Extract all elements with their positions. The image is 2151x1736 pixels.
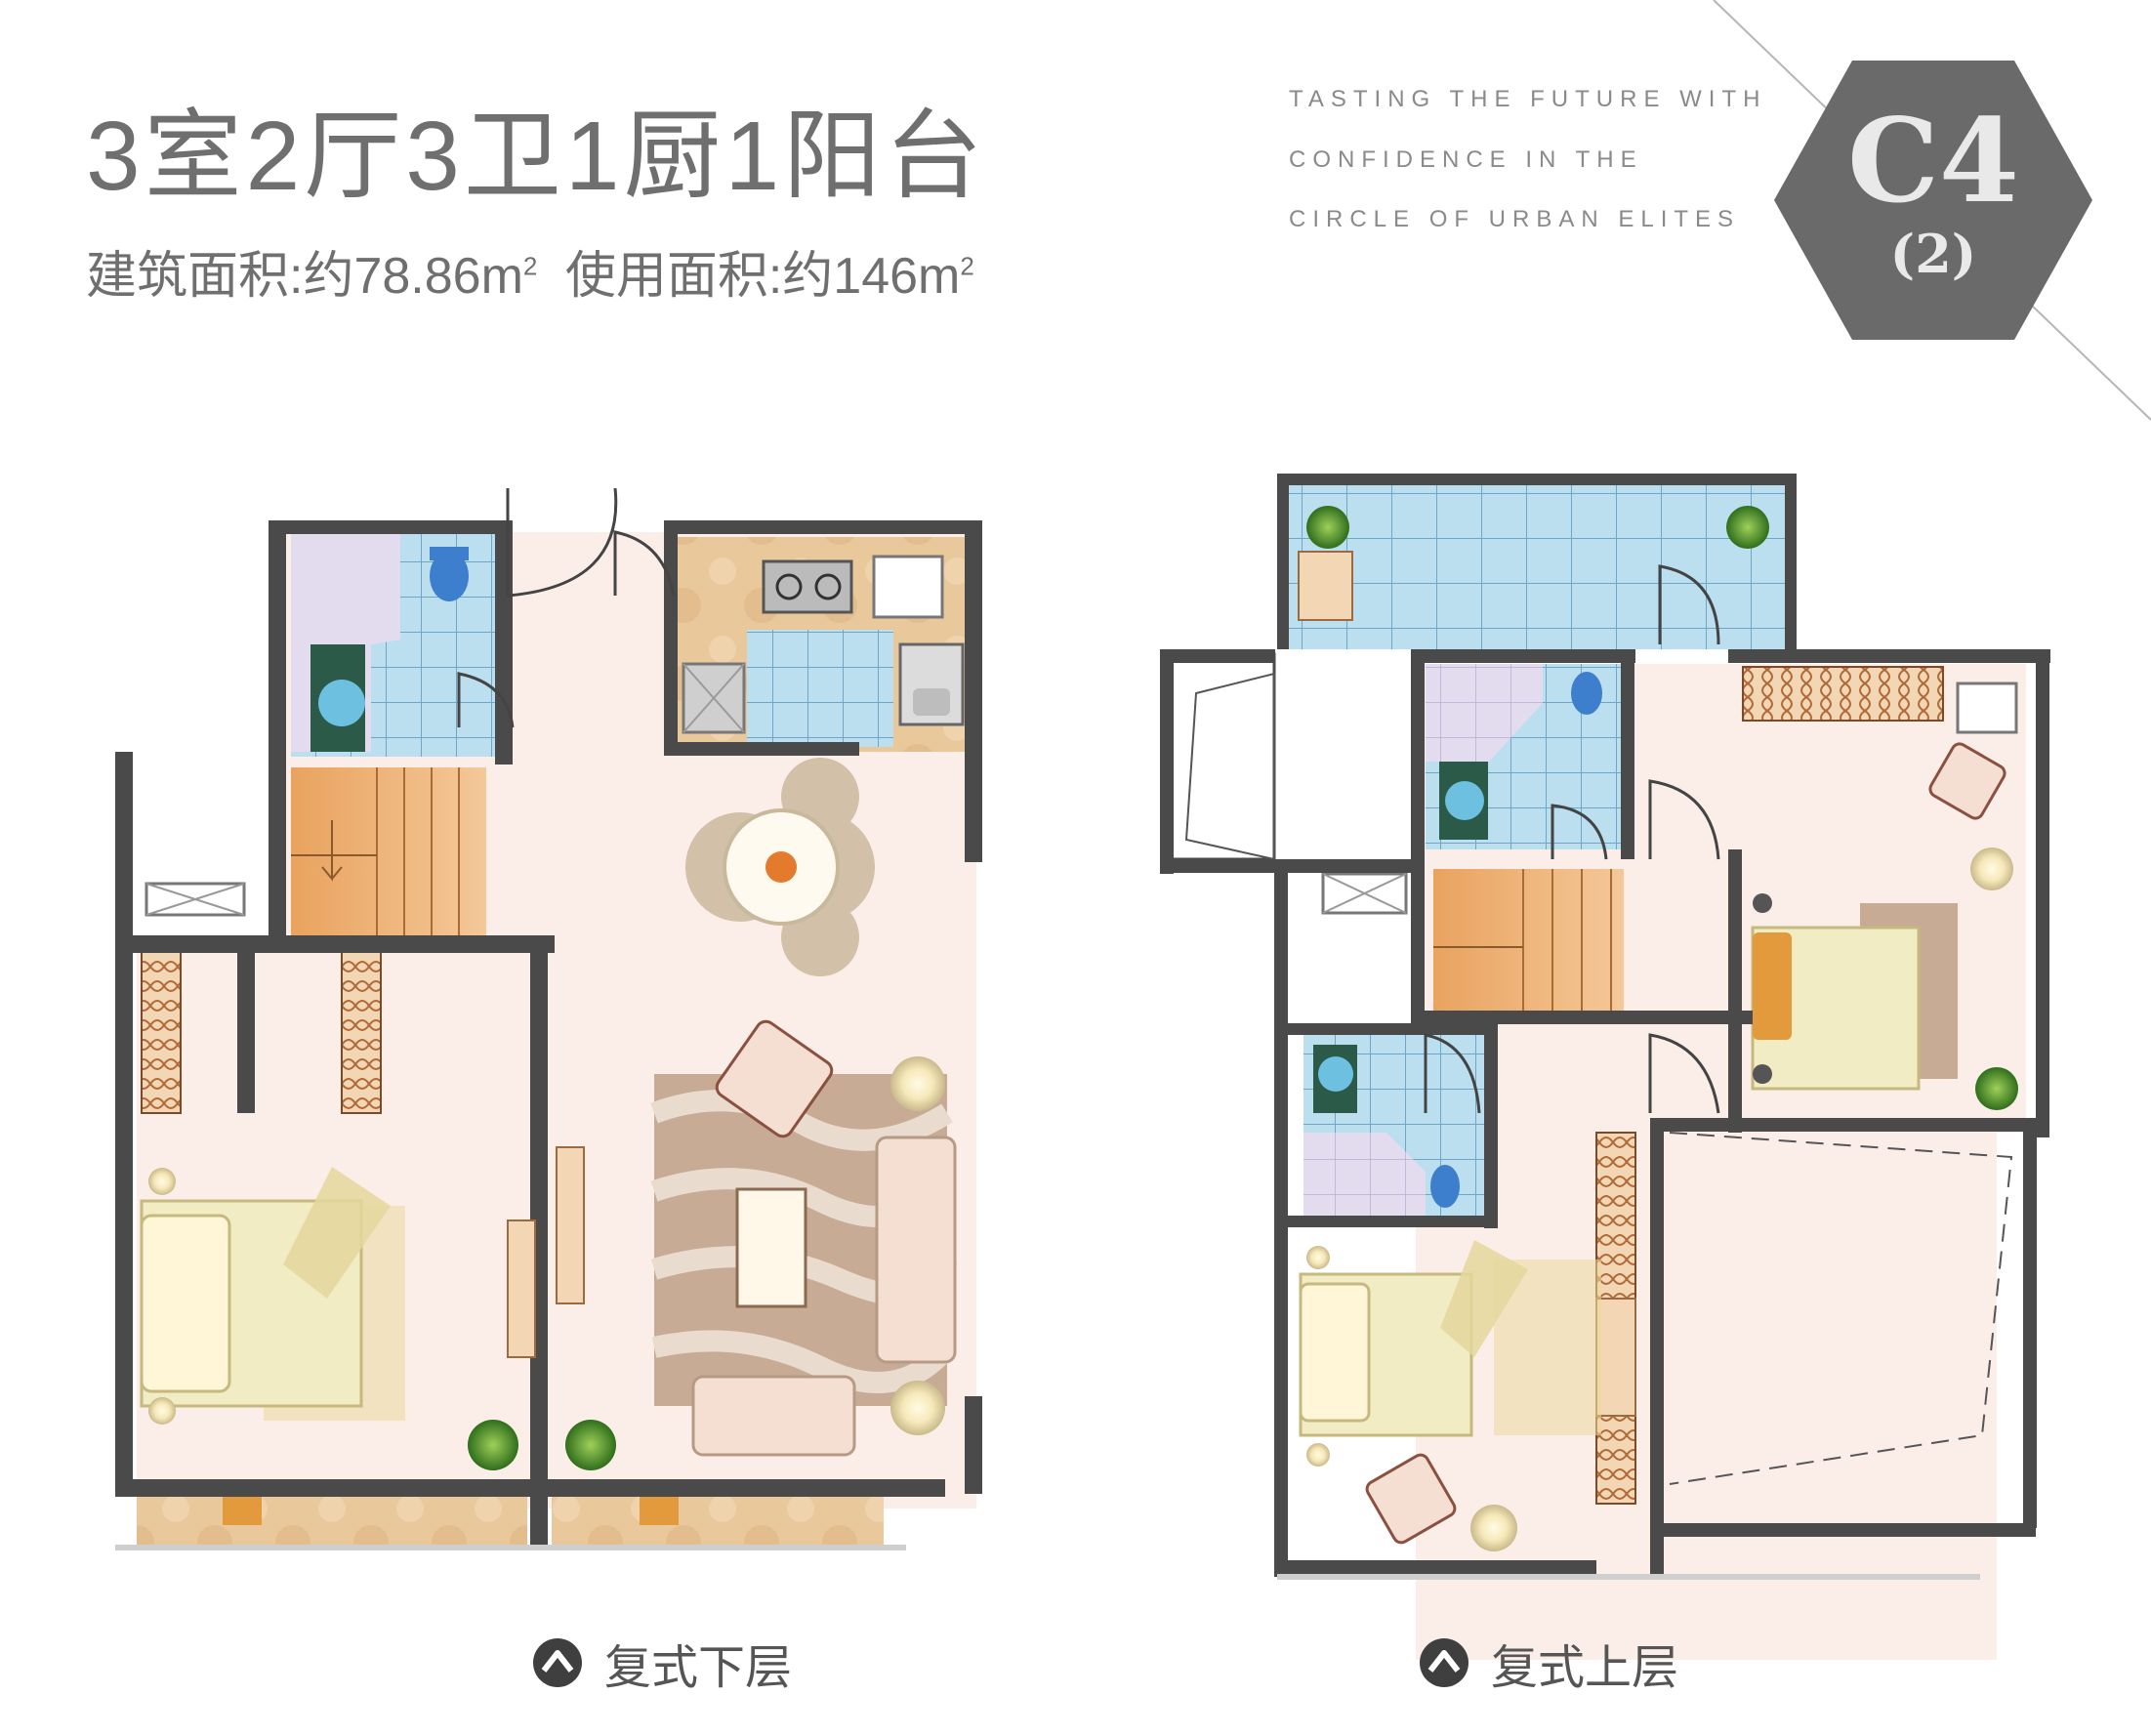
page-title: 3室2厅3卫1厨1阳台 xyxy=(86,102,987,211)
caption-lower-text: 复式下层 xyxy=(604,1642,793,1694)
tagline-line-3: CIRCLE OF URBAN ELITES xyxy=(1289,206,1741,232)
use-area-label: 使用面积:约146m xyxy=(564,248,961,305)
use-area-unit-sup: 2 xyxy=(960,251,974,281)
up-arrow-icon xyxy=(1420,1638,1468,1687)
dining-table xyxy=(685,758,875,976)
upper-floor-plan xyxy=(1160,474,2050,1660)
unit-type-sub: (2) xyxy=(1889,223,1977,285)
up-arrow-icon xyxy=(533,1638,582,1687)
area-info: 建筑面积:约78.86m2 使用面积:约146m2 xyxy=(86,234,974,308)
unit-type-hexagon-badge xyxy=(1774,61,2092,340)
tagline-line-1: TASTING THE FUTURE WITH xyxy=(1289,86,1767,112)
unit-type-code: C4 xyxy=(1846,93,2020,228)
lower-floor-plan xyxy=(115,487,982,1550)
caption-upper-text: 复式上层 xyxy=(1491,1642,1679,1694)
caption-upper-floor: 复式上层 xyxy=(1419,1633,1678,1694)
caption-lower-floor: 复式下层 xyxy=(532,1633,792,1694)
tagline-line-2: CONFIDENCE IN THE xyxy=(1289,146,1643,173)
build-area-unit-sup: 2 xyxy=(522,251,538,281)
build-area-label: 建筑面积:约78.86m xyxy=(86,248,523,305)
